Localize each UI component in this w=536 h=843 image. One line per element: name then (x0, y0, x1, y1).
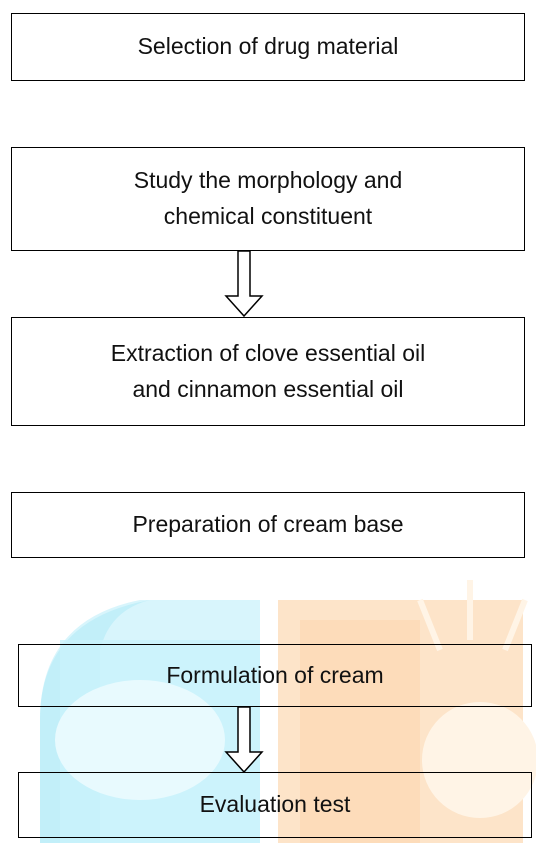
watermark-cyan-shape (40, 600, 260, 843)
step-box-cream-base: Preparation of cream base (11, 492, 525, 558)
step-label: Extraction of clove essential oil and ci… (110, 339, 426, 402)
step-label: Preparation of cream base (132, 511, 404, 538)
down-arrow-icon (224, 250, 264, 318)
step-box-evaluation: Evaluation test (18, 772, 532, 838)
step-label: Selection of drug material (137, 33, 399, 60)
step-label: Formulation of cream (166, 661, 384, 688)
step-box-selection: Selection of drug material (11, 13, 525, 81)
step-box-morphology: Study the morphology and chemical consti… (11, 147, 525, 251)
step-box-formulation: Formulation of cream (18, 644, 532, 707)
step-box-extraction: Extraction of clove essential oil and ci… (11, 317, 525, 426)
step-label: Evaluation test (199, 791, 351, 818)
down-arrow-icon (224, 706, 264, 774)
watermark-orange-shape (278, 580, 536, 843)
step-label: Study the morphology and chemical consti… (133, 167, 403, 229)
